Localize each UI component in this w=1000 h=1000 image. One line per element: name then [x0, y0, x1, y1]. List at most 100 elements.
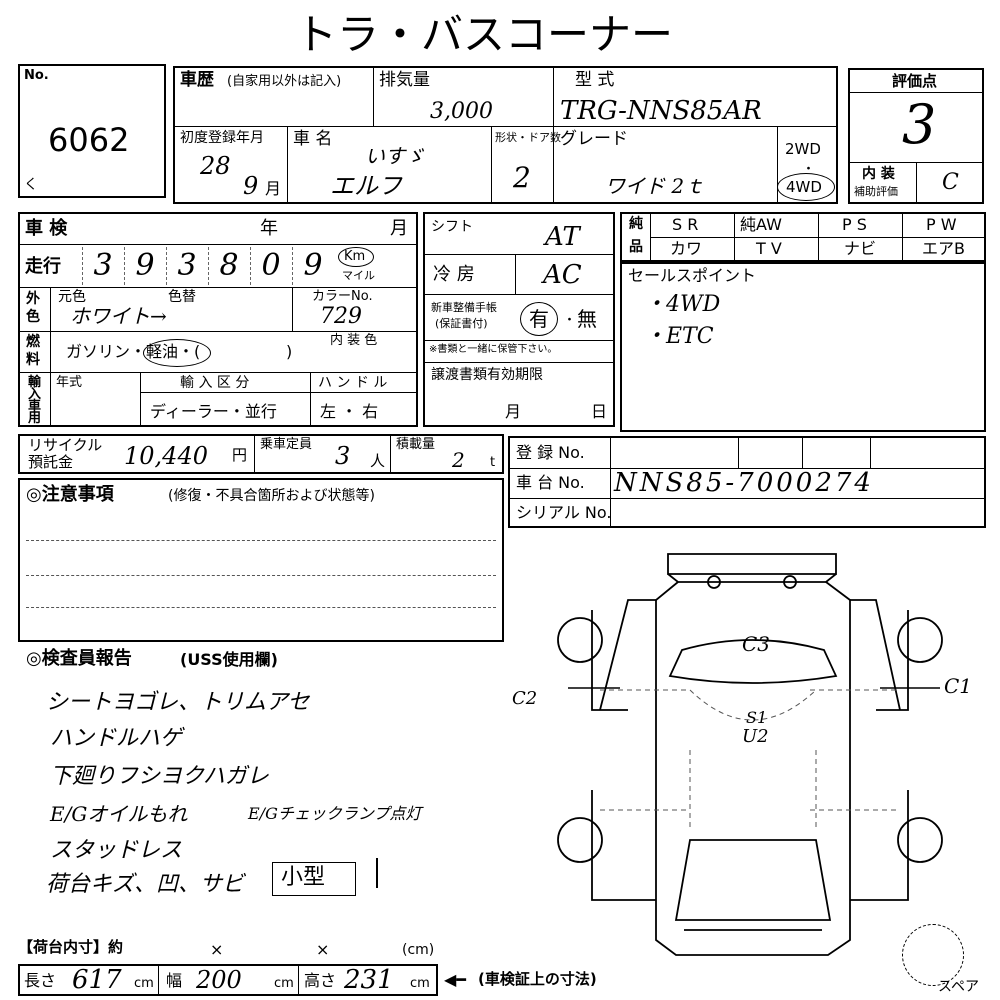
mileage-digit: 8 [208, 247, 249, 285]
report-line-7: 荷台キズ、凹、サビ [46, 872, 245, 897]
fuel-label-2: 料 [26, 352, 40, 368]
equip-aw: 純AW [740, 215, 782, 234]
report-line-4: E/Gオイルもれ [50, 802, 188, 826]
first-reg-month-unit: 月 [265, 179, 282, 198]
arrow-left-icon: ◀━ [444, 970, 466, 989]
report-line-3: 下廻りフシヨクハガレ [50, 764, 269, 789]
mileage-digit: 3 [82, 247, 123, 285]
orig-color-label: 元色 [58, 289, 86, 305]
dim-times-1: × [210, 940, 224, 959]
load-value: 2 [452, 448, 465, 472]
score-value: 3 [902, 93, 937, 156]
capacity-unit: 人 [370, 452, 386, 470]
doors-value: 2 [513, 161, 531, 194]
manual-note: ※書類と一緒に保管下さい。 [429, 344, 558, 355]
wheel-rl [557, 817, 603, 863]
shift-value: AT [545, 222, 580, 252]
recycle-block: リサイクル 預託金 10,440 円 乗車定員 3 人 積載量 2 t [18, 434, 504, 474]
color-code-label: カラーNo. [312, 289, 373, 304]
sales-label: セールスポイント [628, 266, 757, 285]
serial-label: シリアル No. [516, 503, 612, 522]
vehicle-header: 車歴 (自家用以外は記入) 排気量 3,000 型 式 TRG-NNS85AR … [173, 66, 838, 204]
sales-point-2: ・ETC [644, 324, 714, 349]
load-unit: t [490, 455, 496, 470]
mark-u2: U2 [742, 726, 769, 747]
handle-label: ハ ン ド ル [318, 375, 388, 391]
manual-label-1: 新車整備手帳 [431, 301, 497, 314]
width-label: 幅 [166, 971, 183, 990]
capacity-value: 3 [335, 442, 351, 470]
equipment-grid: 純 品 S R 純AW P S P W カワ T V ナビ エアB [620, 212, 986, 262]
mileage-digit: 9 [292, 247, 333, 285]
lot-number: 6062 [48, 121, 130, 159]
drive-4wd: 4WD [786, 178, 822, 196]
report-line-2: ハンドルハゲ [50, 726, 183, 751]
chassis-label: 車 台 No. [516, 473, 585, 492]
equip-label-1: 純 [629, 216, 643, 232]
equip-label-2: 品 [629, 239, 643, 255]
car-name: エルフ [330, 172, 402, 200]
first-reg-year: 28 [200, 152, 231, 180]
fuel-close: ) [286, 342, 293, 361]
mark-s1: S1 [746, 708, 768, 727]
shaken-label: 車 検 [25, 218, 68, 239]
truck-diagram [557, 553, 943, 956]
color-label-2: 色 [26, 309, 40, 325]
history-note: (自家用以外は記入) [227, 74, 342, 89]
inspector-note: (USS使用欄) [180, 650, 278, 669]
length-label: 長さ [24, 971, 57, 990]
height-value: 231 [344, 965, 394, 995]
reg-no-label: 登 録 No. [516, 443, 585, 462]
drive-4wd-circle [777, 173, 835, 201]
dim-cm: (cm) [402, 942, 435, 958]
shaken-month-unit: 月 [390, 218, 408, 239]
model-label: 型 式 [575, 70, 615, 90]
mark-c2: C2 [512, 688, 538, 709]
aircon-value: AC [543, 260, 582, 290]
change-color-label: 色替 [168, 289, 196, 305]
score-box: 評価点 3 内 装 補助評価 C [848, 68, 984, 204]
fuel-label-1: 燃 [26, 334, 40, 350]
page-title: トラ・バスコーナー [295, 10, 674, 59]
sales-point: セールスポイント ・4WD ・ETC [620, 262, 986, 432]
drive-2wd: 2WD [785, 140, 821, 158]
equip-leather: カワ [670, 239, 703, 258]
aircon-label: 冷 房 [433, 264, 475, 285]
score-label: 評価点 [892, 72, 938, 90]
interior-value: C [942, 170, 959, 195]
model-value: TRG-NNS85AR [560, 96, 762, 126]
first-reg-label: 初度登録年月 [180, 130, 264, 146]
wheel-fr [897, 617, 943, 663]
first-reg-month: 9 [243, 172, 259, 200]
grade-label: グレード [560, 129, 628, 149]
interior-color-label: 内 装 色 [330, 333, 378, 348]
doors-label: 形状・ドア数 [495, 131, 561, 144]
shift-label: シフト [431, 219, 473, 235]
import-year-label: 年式 [56, 375, 83, 390]
load-label: 積載量 [396, 437, 436, 452]
interior-label: 内 装 [862, 166, 895, 182]
import-type-label: 輸 入 区 分 [180, 375, 250, 391]
color-code-value: 729 [320, 304, 362, 329]
mark-c1: C1 [944, 674, 973, 698]
shaken-year-unit: 年 [260, 218, 278, 239]
manual-no: 無 [577, 307, 597, 331]
width-value: 200 [196, 966, 242, 994]
transfer-label: 譲渡書類有効期限 [431, 367, 543, 383]
equip-tv: T V [756, 239, 782, 258]
mileage-digit: 0 [250, 247, 291, 285]
equip-navi: ナビ [844, 239, 877, 258]
km-circle [338, 247, 374, 267]
diesel-circle [143, 339, 211, 367]
recycle-value: 10,440 [124, 442, 208, 470]
spare-tire-circle [902, 924, 964, 986]
interior-sub-label: 補助評価 [854, 185, 898, 198]
equip-airbag: エアB [922, 239, 965, 258]
height-label: 高さ [304, 971, 337, 990]
displacement-label: 排気量 [379, 70, 430, 90]
chassis-value: NNS85-7000274 [614, 468, 874, 498]
manual-label-2: (保証書付) [435, 317, 488, 330]
shift-block: シフト AT 冷 房 AC 新車整備手帳 (保証書付) 有 ・ 無 ※書類と一緒… [423, 212, 615, 427]
lot-mark: く [24, 177, 38, 193]
recycle-unit: 円 [232, 446, 248, 464]
